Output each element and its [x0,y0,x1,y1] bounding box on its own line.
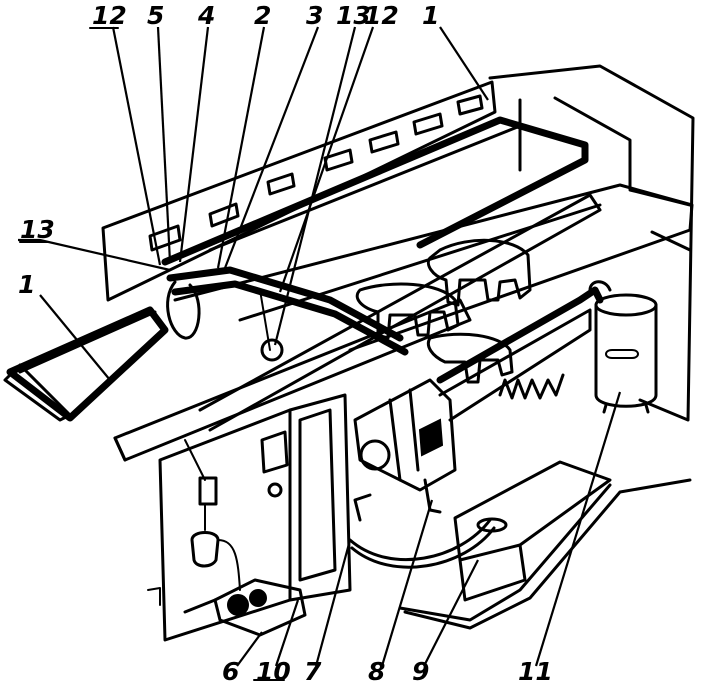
callout-6: 6 [222,657,239,686]
callout-12-right: 12 [364,1,399,30]
callout-1-top: 1 [422,1,439,30]
milk-pipeline [166,266,409,362]
callout-9: 9 [412,657,429,686]
callout-5: 5 [147,1,164,30]
cow-figures [355,238,532,384]
barn-outline [488,64,695,422]
vacuum-balloon [184,439,241,591]
callout-11: 11 [518,657,553,686]
callout-4: 4 [197,1,215,30]
callout-7: 7 [304,657,322,686]
upper-trough [101,80,589,302]
milk-releaser [353,378,457,522]
cooling-tray [398,460,692,630]
control-panel [147,393,352,642]
vacuum-pump [183,578,307,637]
callout-numbers: 12 5 4 2 3 13 12 1 13 1 6 10 7 8 9 11 [18,1,553,686]
callout-3: 3 [306,1,323,30]
leader-lines [18,26,622,667]
callout-8: 8 [368,657,385,686]
callout-13-left: 13 [20,215,55,244]
milk-receiver-tank [594,293,658,414]
callout-2: 2 [254,1,271,30]
number-underlines [19,27,285,681]
callout-1-left: 1 [18,270,35,299]
callout-13-top: 13 [336,1,371,30]
left-trough [3,306,169,422]
callout-12-left: 12 [92,1,127,30]
milk-hose [348,518,496,569]
front-beam [113,298,472,462]
milking-rail [436,280,612,422]
callout-10: 10 [256,657,291,686]
